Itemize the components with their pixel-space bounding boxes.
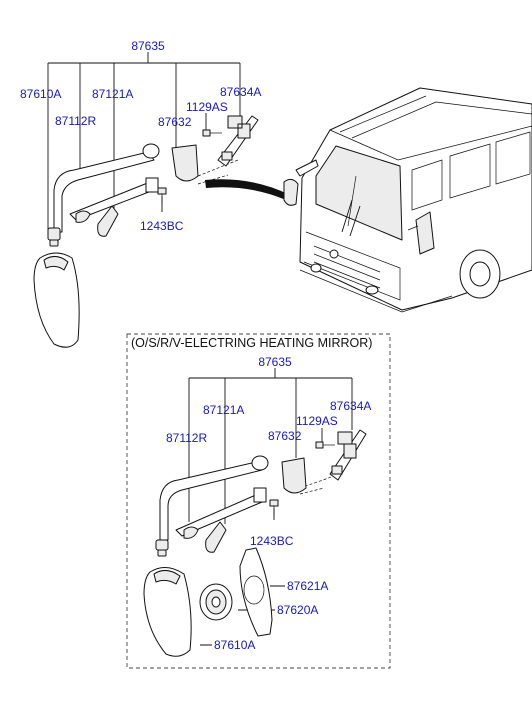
mirror-arm-upper: [53, 143, 160, 233]
label-arm-upper: 87121A: [92, 87, 133, 101]
inset-mounting-bracket: [329, 429, 367, 481]
mirror-arm-lower: [69, 177, 159, 221]
inset-cover-piece: [281, 457, 307, 494]
inset-mirror-glass: [239, 547, 273, 637]
screw-1243bc-icon: [157, 187, 167, 204]
inset-label-screw-upper: 1129AS: [296, 414, 338, 428]
label-arm-lower: 87112R: [55, 114, 96, 128]
inset-arm-lower: [175, 487, 267, 537]
inset-label-cover: 87632: [268, 429, 302, 443]
inset-label-screw-lower: 1243BC: [250, 534, 294, 548]
label-assembly: 87635: [131, 39, 165, 53]
inset-screw-1243bc-icon: [269, 499, 279, 516]
label-screw-lower: 1243BC: [140, 219, 184, 233]
bus-illustration: [283, 87, 532, 313]
label-cover: 87632: [158, 115, 192, 129]
inset-arm-upper: [159, 455, 269, 541]
inset-label-housing: 87610A: [214, 638, 255, 652]
top-assembly: 87635 87610A 87121A 87112R 87632 87634A …: [20, 39, 261, 348]
label-bracket: 87634A: [220, 85, 261, 99]
inset-screw-1129as-icon: [315, 441, 335, 449]
inset-label-bracket: 87634A: [330, 399, 371, 413]
heating-mirror-inset: (O/S/R/V-ELECTRING HEATING MIRROR): [126, 333, 391, 669]
mounting-bracket: [217, 115, 259, 167]
inset-label-actuator: 87620A: [277, 603, 318, 617]
mirror-housing: [33, 252, 80, 348]
location-arrow-icon: [205, 179, 288, 200]
inset-frame: [126, 333, 391, 669]
inset-label-arm-lower: 87112R: [166, 431, 207, 445]
inset-title: (O/S/R/V-ELECTRING HEATING MIRROR): [131, 336, 372, 350]
inset-actuator-motor: [199, 583, 233, 621]
cover-piece: [171, 144, 199, 182]
label-housing: 87610A: [20, 87, 61, 101]
inset-label-arm-upper: 87121A: [203, 403, 244, 417]
inset-label-glass: 87621A: [287, 579, 328, 593]
inset-label-assembly: 87635: [258, 355, 292, 369]
label-screw-upper: 1129AS: [186, 100, 228, 114]
inset-mirror-housing: [143, 567, 192, 657]
screw-1129as-icon: [202, 129, 222, 137]
